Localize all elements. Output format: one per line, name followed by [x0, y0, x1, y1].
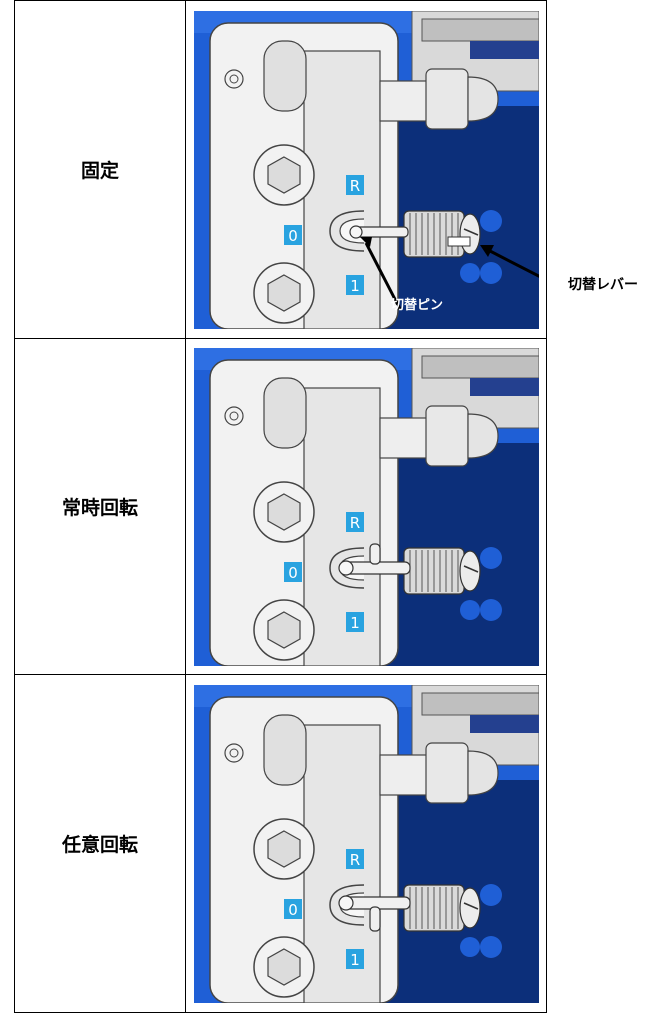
image-cell: [185, 338, 547, 675]
mode-label: 固定: [14, 0, 186, 339]
table-row: 常時回転: [14, 338, 547, 675]
image-cell: [185, 0, 547, 339]
mechanism-image-constant: [193, 347, 539, 666]
mechanism-image-arbitrary: [193, 684, 539, 1003]
lever-arrow: [488, 249, 539, 278]
mechanism-image-fixed: [193, 10, 539, 329]
mode-label: 常時回転: [14, 338, 186, 675]
table-row: 任意回転: [14, 674, 547, 1013]
table-row: 固定: [14, 0, 547, 339]
mode-label: 任意回転: [14, 674, 186, 1013]
pin-arrow: [364, 241, 401, 310]
mode-table-container: 固定 常時回転: [14, 0, 547, 1014]
switch-lever: [447, 236, 470, 246]
mode-table: 固定 常時回転: [14, 0, 547, 1013]
switch-pin-label: 切替ピン: [391, 298, 444, 313]
switch-lever-label: 切替レバー: [568, 277, 638, 293]
image-cell: [185, 674, 547, 1013]
